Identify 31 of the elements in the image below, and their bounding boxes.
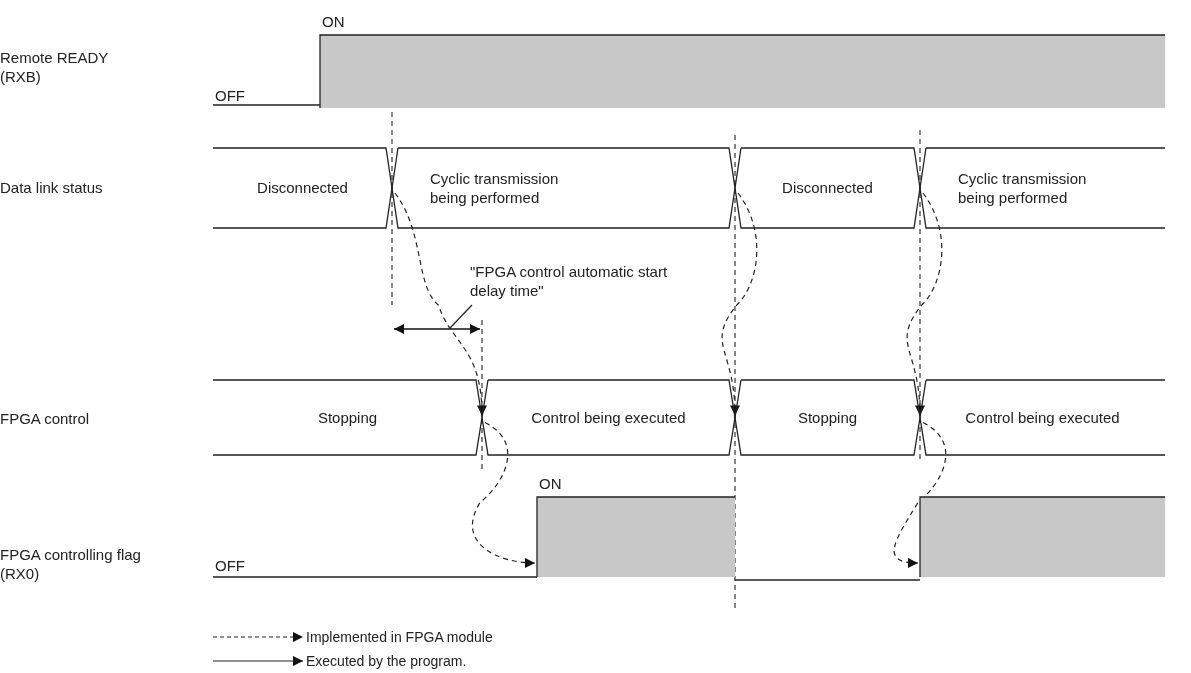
- state-segment: [920, 148, 1165, 228]
- state-label: Stopping: [316, 407, 379, 427]
- level-label: ON: [322, 12, 345, 31]
- level-label: OFF: [215, 556, 245, 575]
- state-segment: [392, 148, 735, 228]
- state-label: Cyclic transmission being performed: [430, 169, 560, 207]
- state-segment: [920, 380, 1165, 455]
- state-segment: [482, 380, 735, 455]
- state-segment: [735, 380, 920, 455]
- state-label: Disconnected: [781, 178, 874, 197]
- state-label: Control being executed: [530, 407, 687, 427]
- state-label: Disconnected: [256, 178, 349, 197]
- state-segment: [213, 148, 392, 228]
- signal-name: Remote READY (RXB): [0, 48, 110, 86]
- signal-name: Data link status: [0, 178, 104, 197]
- state-label: Stopping: [796, 407, 859, 427]
- level-label: ON: [539, 474, 562, 493]
- signal-name: FPGA control: [0, 409, 91, 428]
- level-label: OFF: [215, 86, 245, 105]
- legend-text: Implemented in FPGA module: [306, 628, 493, 647]
- legend-text: Executed by the program.: [306, 652, 467, 671]
- signal-high-pulse: [920, 497, 1165, 577]
- arrow: [472, 421, 536, 568]
- arrow: [893, 421, 947, 568]
- leader-line: [449, 304, 473, 329]
- signal-name: FPGA controlling flag (RX0): [0, 545, 142, 583]
- state-label: Cyclic transmission being performed: [958, 169, 1088, 207]
- state-segment: [735, 148, 920, 228]
- state-segment: [213, 380, 482, 455]
- state-label: Control being executed: [964, 407, 1121, 427]
- annotation-text: "FPGA control automatic start delay time": [470, 262, 670, 300]
